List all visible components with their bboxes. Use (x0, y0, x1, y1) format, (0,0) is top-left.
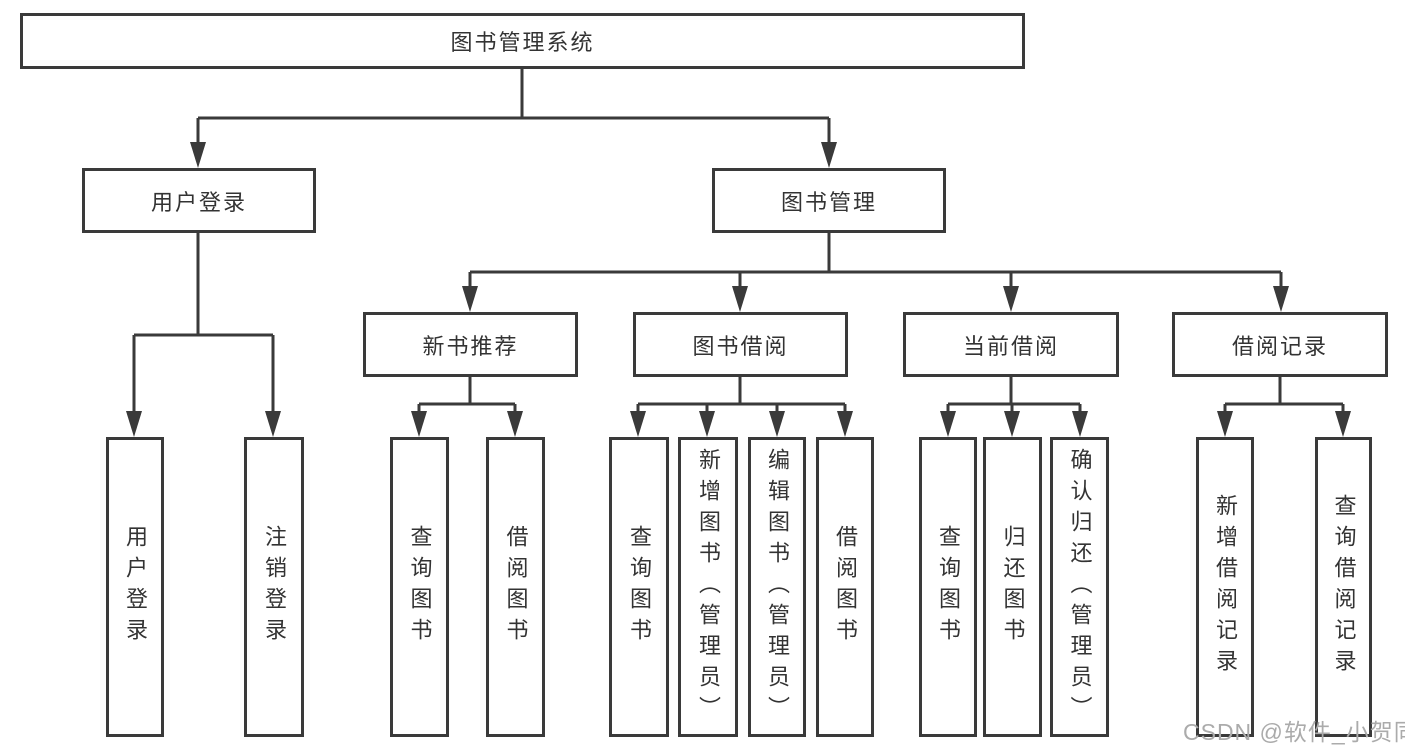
leaf-query-borrow-record-label: 查询借阅记录 (1331, 494, 1357, 680)
node-borrow-records-label: 借阅记录 (1231, 333, 1328, 359)
connector-current-borrow-to-leaves (940, 377, 1088, 437)
leaf-query-books-current-label: 查询图书 (936, 525, 961, 649)
leaf-query-books-borrow: 查询图书 (609, 437, 669, 737)
connector-root-to-level2 (190, 68, 837, 168)
leaf-borrow-books-borrow-label: 借阅图书 (833, 525, 858, 649)
node-book-borrow: 图书借阅 (633, 312, 848, 377)
leaf-return-book-label: 归还图书 (1000, 525, 1026, 649)
connector-borrow-records-to-leaves (1217, 377, 1351, 437)
arrow-down-icon (1003, 286, 1019, 312)
leaf-confirm-return-admin: 确认归还（管理员） (1050, 437, 1109, 737)
leaf-query-books-recommend-label: 查询图书 (407, 525, 433, 649)
leaf-logout-label: 注销登录 (262, 525, 287, 649)
node-user-login: 用户登录 (82, 168, 316, 233)
leaf-add-borrow-record: 新增借阅记录 (1196, 437, 1254, 737)
arrow-down-icon (837, 411, 853, 437)
leaf-edit-book-admin: 编辑图书（管理员） (748, 437, 806, 737)
node-user-login-label: 用户登录 (150, 189, 247, 215)
arrow-down-icon (940, 411, 956, 437)
leaf-query-borrow-record: 查询借阅记录 (1315, 437, 1372, 737)
arrow-down-icon (265, 411, 281, 437)
leaf-add-book-admin: 新增图书（管理员） (678, 437, 738, 737)
leaf-user-login-label: 用户登录 (123, 525, 148, 649)
connector-user-login-to-leaves (126, 233, 281, 437)
leaf-edit-book-admin-label: 编辑图书（管理员） (765, 447, 790, 727)
arrow-down-icon (630, 411, 646, 437)
leaf-user-login: 用户登录 (106, 437, 164, 737)
arrow-down-icon (507, 411, 523, 437)
arrow-down-icon (1335, 411, 1351, 437)
leaf-query-books-borrow-label: 查询图书 (627, 525, 652, 649)
node-current-borrow: 当前借阅 (903, 312, 1119, 377)
arrow-down-icon (769, 411, 785, 437)
root-node-label: 图书管理系统 (450, 30, 595, 55)
root-node: 图书管理系统 (20, 13, 1025, 69)
leaf-borrow-books-recommend: 借阅图书 (486, 437, 545, 737)
leaf-borrow-books-borrow: 借阅图书 (816, 437, 874, 737)
connector-new-book-to-leaves (411, 377, 523, 437)
node-current-borrow-label: 当前借阅 (962, 333, 1059, 359)
arrow-down-icon (1273, 286, 1289, 312)
leaf-borrow-books-recommend-label: 借阅图书 (503, 525, 529, 649)
arrow-down-icon (699, 411, 715, 437)
arrow-down-icon (821, 142, 837, 168)
node-book-management: 图书管理 (712, 168, 946, 233)
watermark: CSDN @软件_小贺同学 (1183, 719, 1405, 745)
arrow-down-icon (1004, 411, 1020, 437)
leaf-logout: 注销登录 (244, 437, 304, 737)
arrow-down-icon (411, 411, 427, 437)
arrow-down-icon (1072, 411, 1088, 437)
leaf-add-book-admin-label: 新增图书（管理员） (696, 447, 721, 727)
arrow-down-icon (462, 286, 478, 312)
node-borrow-records: 借阅记录 (1172, 312, 1388, 377)
node-book-management-label: 图书管理 (780, 189, 877, 215)
arrow-down-icon (732, 286, 748, 312)
arrow-down-icon (1217, 411, 1233, 437)
leaf-query-books-current: 查询图书 (919, 437, 977, 737)
leaf-query-books-recommend: 查询图书 (390, 437, 449, 737)
arrow-down-icon (190, 142, 206, 168)
connector-book-borrow-to-leaves (630, 377, 853, 437)
connector-book-mgmt-to-level3 (462, 233, 1289, 312)
arrow-down-icon (126, 411, 142, 437)
node-new-book-recommend: 新书推荐 (363, 312, 578, 377)
leaf-confirm-return-admin-label: 确认归还（管理员） (1067, 447, 1093, 727)
leaf-add-borrow-record-label: 新增借阅记录 (1213, 494, 1238, 680)
node-book-borrow-label: 图书借阅 (692, 333, 789, 359)
node-new-book-recommend-label: 新书推荐 (422, 333, 519, 359)
leaf-return-book: 归还图书 (983, 437, 1042, 737)
